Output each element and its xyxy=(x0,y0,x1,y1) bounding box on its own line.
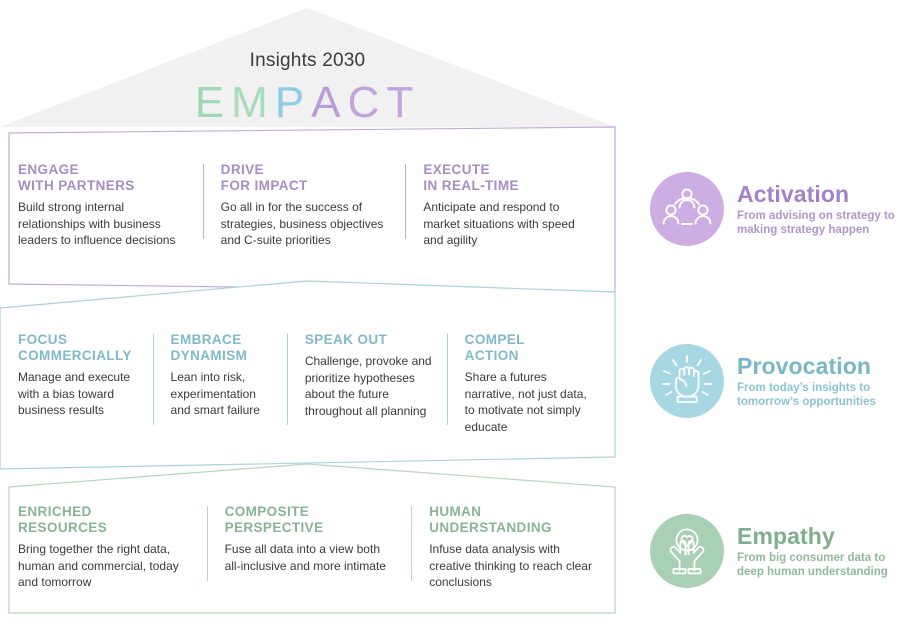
pillar-composite-perspective: COMPOSITE PERSPECTIVE Fuse all data into… xyxy=(206,504,412,591)
badge-title: Provocation xyxy=(737,352,872,379)
column-divider xyxy=(152,334,154,425)
badge-circle-activation xyxy=(650,172,724,246)
pillar-engage-with-partners: ENGAGE WITH PARTNERS Build strong intern… xyxy=(18,162,203,249)
tier-columns-provocation: FOCUS COMMERCIALLY Manage and execute wi… xyxy=(18,332,612,435)
pillar-title-line1: SPEAK OUT xyxy=(304,332,388,347)
pillar-title-line1: HUMAN xyxy=(429,504,482,519)
badge-title: Activation xyxy=(737,180,850,207)
roof-triangle xyxy=(0,8,615,127)
badge-text-provocation: Provocation From today’s insights to tom… xyxy=(737,353,908,410)
people-network-icon xyxy=(662,188,712,225)
pillar-title-line2: PERSPECTIVE xyxy=(224,520,324,535)
badge-title: Empathy xyxy=(737,522,835,549)
pillar-title-line1: COMPOSITE xyxy=(224,504,310,519)
pillar-title-line1: FOCUS xyxy=(18,332,68,347)
pillar-human-understanding: HUMAN UNDERSTANDING Infuse data analysis… xyxy=(411,504,612,591)
hands-heart-icon xyxy=(669,528,705,575)
pillar-title: DRIVE FOR IMPACT xyxy=(221,162,392,194)
pillar-body: Go all in for the success of strategies,… xyxy=(220,200,384,247)
pillar-execute-in-real-time: EXECUTE IN REAL-TIME Anticipate and resp… xyxy=(405,162,608,249)
badge-subtitle: From today’s insights to tomorrow’s oppo… xyxy=(737,381,876,409)
pillar-body: Infuse data analysis with creative think… xyxy=(429,542,592,589)
pillar-body: Manage and execute with a bias toward bu… xyxy=(18,370,131,417)
pillar-title: COMPOSITE PERSPECTIVE xyxy=(225,504,398,536)
wordmark-letter-1: E xyxy=(194,78,232,127)
pillar-title-line1: ENGAGE xyxy=(18,162,79,177)
pillar-enriched-resources: ENRICHED RESOURCES Bring together the ri… xyxy=(18,504,207,591)
pillar-focus-commercially: FOCUS COMMERCIALLY Manage and execute wi… xyxy=(18,332,153,435)
badge-circle-provocation xyxy=(650,344,724,418)
tier-panel-empathy xyxy=(8,463,616,614)
badge-subtitle: From advising on strategy to making stra… xyxy=(737,209,895,237)
pillar-title-line1: DRIVE xyxy=(220,162,264,177)
pillar-title-line2: DYNAMISM xyxy=(170,348,248,363)
badge-text-activation: Activation From advising on strategy to … xyxy=(737,181,908,238)
pillar-title: EMBRACE DYNAMISM xyxy=(171,332,273,364)
pillar-body: Fuse all data into a view both all-inclu… xyxy=(224,542,386,573)
pillar-title-line1: EMBRACE xyxy=(170,332,242,347)
wordmark-letter-5: C xyxy=(347,78,387,127)
pillar-embrace-dynamism: EMBRACE DYNAMISM Lean into risk, experim… xyxy=(152,332,287,435)
wordmark-empact: EMPACT xyxy=(0,78,615,128)
column-divider xyxy=(405,164,407,239)
pillar-body: Share a futures narrative, not just data… xyxy=(464,370,587,434)
badge-subtitle: From big consumer data to deep human und… xyxy=(737,551,888,579)
tier-columns-activation: ENGAGE WITH PARTNERS Build strong intern… xyxy=(18,162,608,249)
pillar-title: ENRICHED RESOURCES xyxy=(18,504,193,536)
outcome-badge-activation[interactable]: Activation From advising on strategy to … xyxy=(650,172,908,246)
pillar-title-line1: ENRICHED xyxy=(18,504,92,519)
pillar-title: FOCUS COMMERCIALLY xyxy=(18,332,139,364)
pillar-title: EXECUTE IN REAL-TIME xyxy=(423,162,594,194)
wordmark-letter-2: M xyxy=(231,78,275,127)
column-divider xyxy=(411,506,413,581)
column-divider xyxy=(286,334,288,425)
pillar-body: Lean into risk, experimentation and smar… xyxy=(170,370,260,417)
pillar-body: Build strong internal relationships with… xyxy=(18,200,176,247)
tier-panel-provocation xyxy=(0,280,616,470)
pillar-title-line1: COMPEL xyxy=(464,332,525,347)
pillar-drive-for-impact: DRIVE FOR IMPACT Go all in for the succe… xyxy=(202,162,406,249)
column-divider xyxy=(446,334,448,425)
pillar-body: Challenge, provoke and prioritize hypoth… xyxy=(304,354,432,418)
wordmark-letter-3: P xyxy=(274,78,312,127)
pillar-speak-out: SPEAK OUT Challenge, provoke and priorit… xyxy=(286,332,447,435)
pillar-title-line2: FOR IMPACT xyxy=(220,178,308,193)
pillar-title-line2: ACTION xyxy=(464,348,519,363)
pillar-title-line2: COMMERCIALLY xyxy=(18,348,132,363)
tier-columns-empathy: ENRICHED RESOURCES Bring together the ri… xyxy=(18,504,612,591)
badge-text-empathy: Empathy From big consumer data to deep h… xyxy=(737,523,908,580)
pillar-title-line2: IN REAL-TIME xyxy=(423,178,519,193)
pillar-title: HUMAN UNDERSTANDING xyxy=(429,504,598,536)
pillar-title: ENGAGE WITH PARTNERS xyxy=(18,162,189,194)
wordmark-letter-6: T xyxy=(386,78,421,127)
pillar-body: Anticipate and respond to market situati… xyxy=(423,200,575,247)
wordmark-letter-4: A xyxy=(311,78,348,127)
pillar-title-line2: UNDERSTANDING xyxy=(429,520,552,535)
column-divider xyxy=(206,506,208,581)
pillar-title: COMPEL ACTION xyxy=(465,332,598,364)
pillar-title-line2: RESOURCES xyxy=(18,520,108,535)
pillar-compel-action: COMPEL ACTION Share a futures narrative,… xyxy=(446,332,612,435)
badge-circle-empathy xyxy=(650,514,724,588)
pillar-body: Bring together the right data, human and… xyxy=(18,542,179,589)
raised-fist-icon xyxy=(662,355,712,403)
pillar-title-line1: EXECUTE xyxy=(423,162,490,177)
pillar-title: SPEAK OUT xyxy=(305,332,433,348)
page-title: Insights 2030 xyxy=(249,50,366,71)
outcome-badge-provocation[interactable]: Provocation From today’s insights to tom… xyxy=(650,344,908,418)
pillar-title-line2: WITH PARTNERS xyxy=(18,178,135,193)
column-divider xyxy=(202,164,204,239)
outcome-badge-empathy[interactable]: Empathy From big consumer data to deep h… xyxy=(650,514,908,588)
